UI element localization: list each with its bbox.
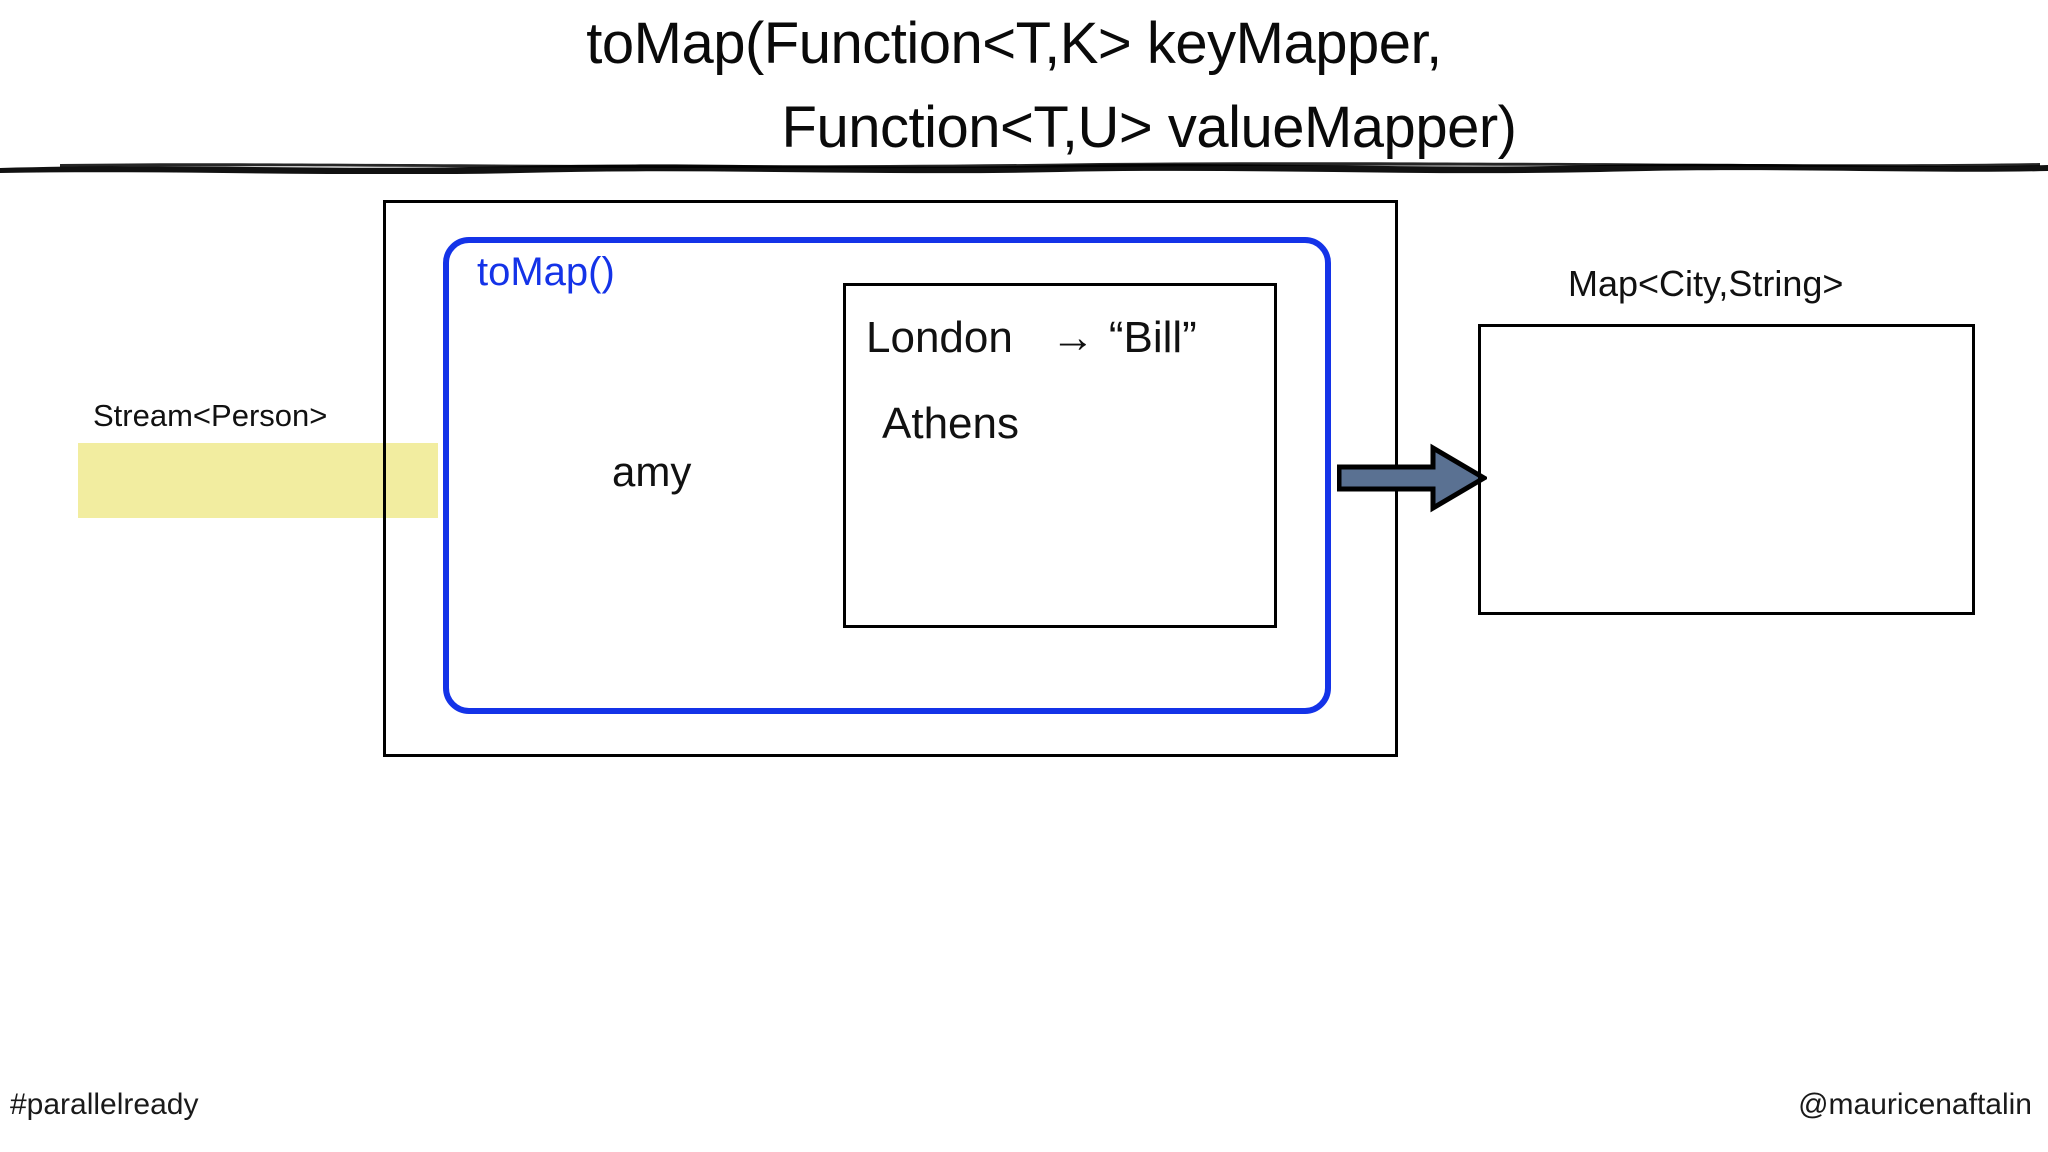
result-type-label: Map<City,String>: [1568, 263, 1844, 304]
result-arrow-icon: [1337, 442, 1487, 514]
stream-type-label: Stream<Person>: [93, 398, 328, 433]
footer-hashtag: #parallelready: [10, 1088, 199, 1121]
mapping-entry-row: Athens: [882, 399, 1019, 449]
mapping-box: [843, 283, 1277, 628]
mapping-entry-row: London → “Bill”: [866, 313, 1197, 363]
mapping-key: Athens: [882, 399, 1019, 448]
title-divider: [0, 160, 2048, 174]
page-title-line-2: Function<T,U> valueMapper): [781, 95, 1517, 160]
tomap-label: toMap(): [477, 250, 615, 294]
mapping-value: “Bill”: [1108, 313, 1197, 362]
stream-bar: [78, 443, 438, 518]
mapping-arrow-icon: →: [1050, 313, 1095, 362]
result-map-box: [1478, 324, 1975, 615]
mapping-key: London: [866, 313, 1013, 362]
stream-element-label: amy: [612, 448, 692, 495]
page-title-line-1: toMap(Function<T,K> keyMapper,: [586, 11, 1442, 76]
footer-handle: @mauricenaftalin: [1798, 1088, 2032, 1121]
page-title: toMap(Function<T,K> keyMapper, Function<…: [0, 2, 2048, 170]
tomap-collector-box: [443, 237, 1331, 714]
